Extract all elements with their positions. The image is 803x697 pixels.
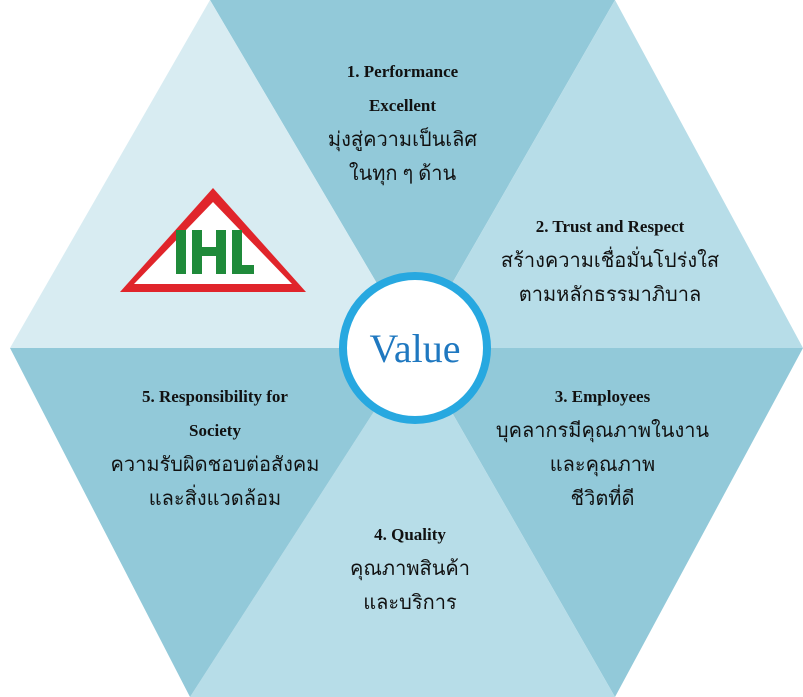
segment-2-thai-line-2: ตามหลักธรรมาภิบาล	[518, 284, 702, 306]
segment-2-thai-line-1: สร้างความเชื่อมั่นโปร่งใส	[500, 250, 720, 272]
ihl-logo	[120, 188, 306, 292]
segment-top	[210, 0, 615, 348]
segment-3-thai-line-2: และคุณภาพ	[549, 454, 656, 476]
segment-upper-left	[10, 0, 415, 348]
segment-3-title: 3. Employees	[554, 387, 651, 406]
logo-letter-h-right	[216, 230, 226, 274]
center-circle: Value	[339, 272, 491, 424]
logo-letter-l-foot	[232, 265, 254, 274]
segment-5-title-line-2: Society	[189, 421, 241, 440]
segment-1-title-line-2: Excellent	[368, 96, 437, 115]
segment-2-title: 2. Trust and Respect	[535, 217, 685, 236]
segment-5-text: 5. Responsibility for Society ความรับผิด…	[100, 380, 330, 516]
segment-3-text: 3. Employees บุคลากรมีคุณภาพในงาน และคุณ…	[490, 380, 715, 516]
segment-3-thai-line-1: บุคลากรมีคุณภาพในงาน	[495, 420, 710, 442]
segment-4-title: 4. Quality	[374, 525, 446, 544]
logo-letter-h-left	[192, 230, 202, 274]
segment-3-thai-line-3: ชีวิตที่ดี	[570, 488, 635, 510]
center-label: Value	[369, 325, 461, 371]
segment-4-thai-line-2: และบริการ	[363, 592, 457, 614]
logo-letter-l-stem	[232, 230, 242, 274]
logo-letter-i	[176, 230, 186, 274]
segment-5-title-line-1: 5. Responsibility for	[142, 387, 288, 406]
segment-1-thai-line-1: มุ่งสู่ความเป็นเลิศ	[327, 129, 478, 151]
segment-4-thai-line-1: คุณภาพสินค้า	[349, 558, 471, 580]
segment-1-title-line-1: 1. Performance	[346, 62, 459, 81]
segment-5-thai-line-1: ความรับผิดชอบต่อสังคม	[110, 454, 320, 476]
segment-5-thai-line-2: และสิ่งแวดล้อม	[148, 488, 282, 510]
segment-2-text: 2. Trust and Respect สร้างความเชื่อมั่นโ…	[490, 210, 730, 312]
segment-4-text: 4. Quality คุณภาพสินค้า และบริการ	[325, 518, 495, 620]
segment-bottom	[190, 348, 615, 697]
segment-left	[10, 348, 415, 697]
logo-letter-h-bar	[202, 247, 216, 256]
segment-lower-right	[415, 348, 803, 697]
logo-triangle-inner	[134, 202, 292, 284]
segment-1-text: 1. Performance Excellent มุ่งสู่ความเป็น…	[300, 55, 505, 191]
segment-1-thai-line-2: ในทุก ๆ ด้าน	[348, 163, 457, 185]
segment-upper-right	[415, 0, 803, 348]
